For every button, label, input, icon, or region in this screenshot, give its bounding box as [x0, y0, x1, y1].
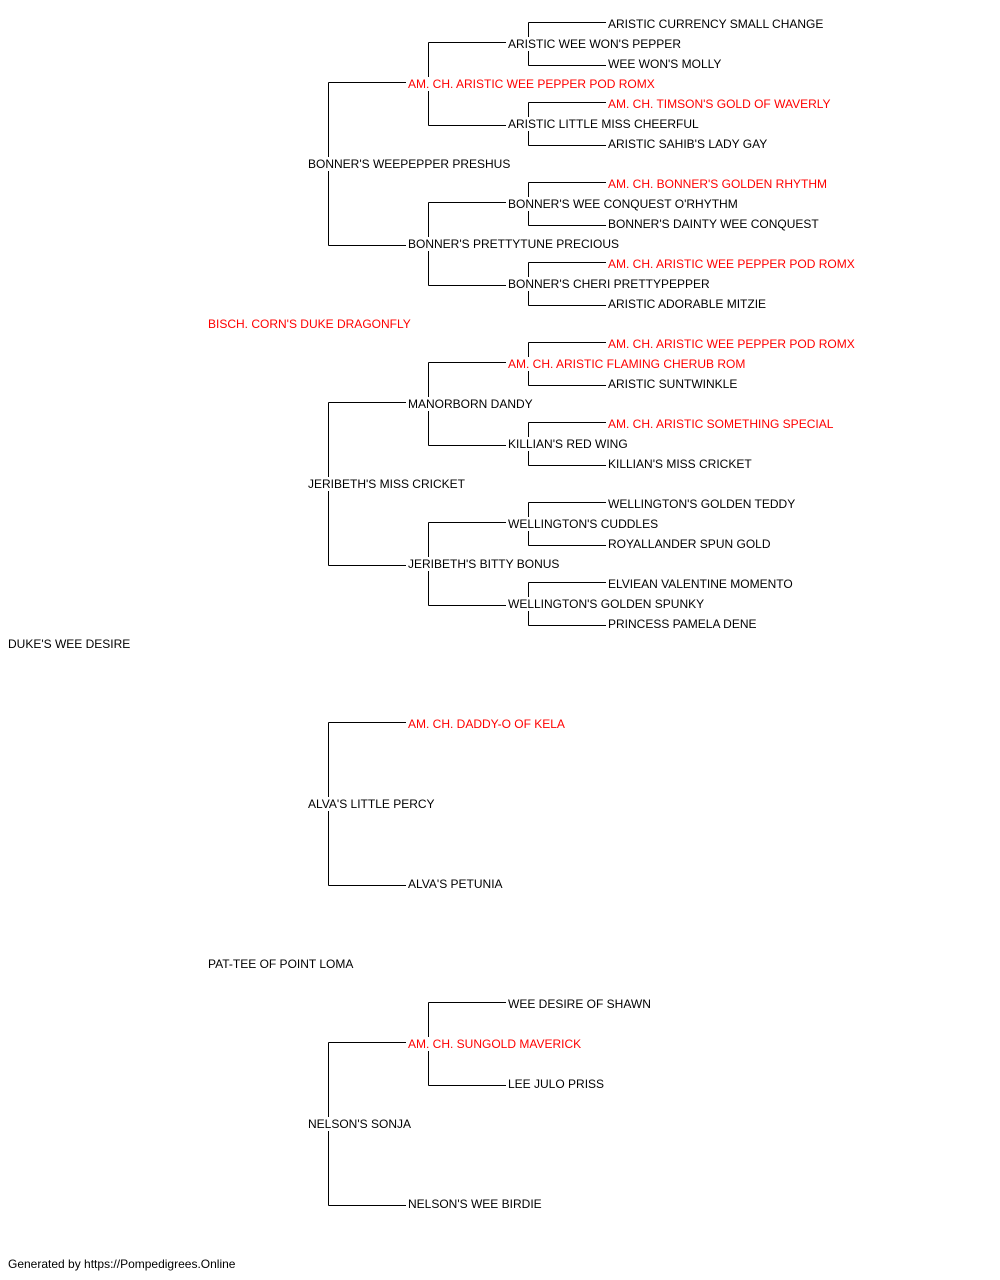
pedigree-node-dam: PAT-TEE OF POINT LOMA — [207, 957, 355, 971]
pedigree-node-ssd: BONNER'S PRETTYTUNE PRECIOUS — [407, 237, 620, 251]
pedigree-node-ddsd: LEE JULO PRISS — [507, 1077, 606, 1091]
pedigree-node-sdds: WELLINGTON'S CUDDLES — [507, 517, 660, 531]
pedigree-node-sd: JERIBETH'S MISS CRICKET — [307, 477, 466, 491]
pedigree-node-sdddd: PRINCESS PAMELA DENE — [607, 617, 758, 631]
pedigree-node-sds: MANORBORN DANDY — [407, 397, 534, 411]
pedigree-node-sddd: WELLINGTON'S GOLDEN SPUNKY — [507, 597, 706, 611]
pedigree-node-sire: BISCH. CORN'S DUKE DRAGONFLY — [207, 317, 412, 331]
pedigree-node-sddsd: ROYALLANDER SPUN GOLD — [607, 537, 772, 551]
pedigree-node-dss: AM. CH. DADDY-O OF KELA — [407, 717, 566, 731]
generated-by-footer: Generated by https://Pompedigrees.Online — [8, 1257, 236, 1271]
pedigree-node-sssdd: ARISTIC SAHIB'S LADY GAY — [607, 137, 769, 151]
pedigree-node-sdsd: KILLIAN'S RED WING — [507, 437, 629, 451]
pedigree-node-dd: NELSON'S SONJA — [307, 1117, 412, 1131]
pedigree-node-ssssd: WEE WON'S MOLLY — [607, 57, 723, 71]
pedigree-node-dds: AM. CH. SUNGOLD MAVERICK — [407, 1037, 583, 1051]
pedigree-node-sssss: ARISTIC CURRENCY SMALL CHANGE — [607, 17, 825, 31]
pedigree-node-ssdss: AM. CH. BONNER'S GOLDEN RHYTHM — [607, 177, 828, 191]
pedigree-node-ssds: BONNER'S WEE CONQUEST O'RHYTHM — [507, 197, 739, 211]
pedigree-node-dsd: ALVA'S PETUNIA — [407, 877, 504, 891]
pedigree-node-ssdds: AM. CH. ARISTIC WEE PEPPER POD ROMX — [607, 257, 856, 271]
pedigree-node-ssss: ARISTIC WEE WON'S PEPPER — [507, 37, 682, 51]
pedigree-node-sdd: JERIBETH'S BITTY BONUS — [407, 557, 561, 571]
pedigree-node-sddds: ELVIEAN VALENTINE MOMENTO — [607, 577, 794, 591]
pedigree-node-sdss: AM. CH. ARISTIC FLAMING CHERUB ROM — [507, 357, 747, 371]
pedigree-node-sdsds: AM. CH. ARISTIC SOMETHING SPECIAL — [607, 417, 835, 431]
pedigree-node-ds: ALVA'S LITTLE PERCY — [307, 797, 436, 811]
pedigree-node-sssds: AM. CH. TIMSON'S GOLD OF WAVERLY — [607, 97, 832, 111]
pedigree-node-subject: DUKE'S WEE DESIRE — [7, 637, 132, 651]
pedigree-node-sddss: WELLINGTON'S GOLDEN TEDDY — [607, 497, 797, 511]
pedigree-node-sssd: ARISTIC LITTLE MISS CHEERFUL — [507, 117, 700, 131]
pedigree-node-ssdd: BONNER'S CHERI PRETTYPEPPER — [507, 277, 711, 291]
pedigree-node-sdsdd: KILLIAN'S MISS CRICKET — [607, 457, 753, 471]
pedigree-node-ddd: NELSON'S WEE BIRDIE — [407, 1197, 543, 1211]
pedigree-node-sss: AM. CH. ARISTIC WEE PEPPER POD ROMX — [407, 77, 656, 91]
pedigree-node-ssddd: ARISTIC ADORABLE MITZIE — [607, 297, 768, 311]
pedigree-node-ssdsd: BONNER'S DAINTY WEE CONQUEST — [607, 217, 820, 231]
pedigree-node-ddss: WEE DESIRE OF SHAWN — [507, 997, 652, 1011]
pedigree-node-ss: BONNER'S WEEPEPPER PRESHUS — [307, 157, 512, 171]
pedigree-node-sdsss: AM. CH. ARISTIC WEE PEPPER POD ROMX — [607, 337, 856, 351]
pedigree-node-sdssd: ARISTIC SUNTWINKLE — [607, 377, 739, 391]
